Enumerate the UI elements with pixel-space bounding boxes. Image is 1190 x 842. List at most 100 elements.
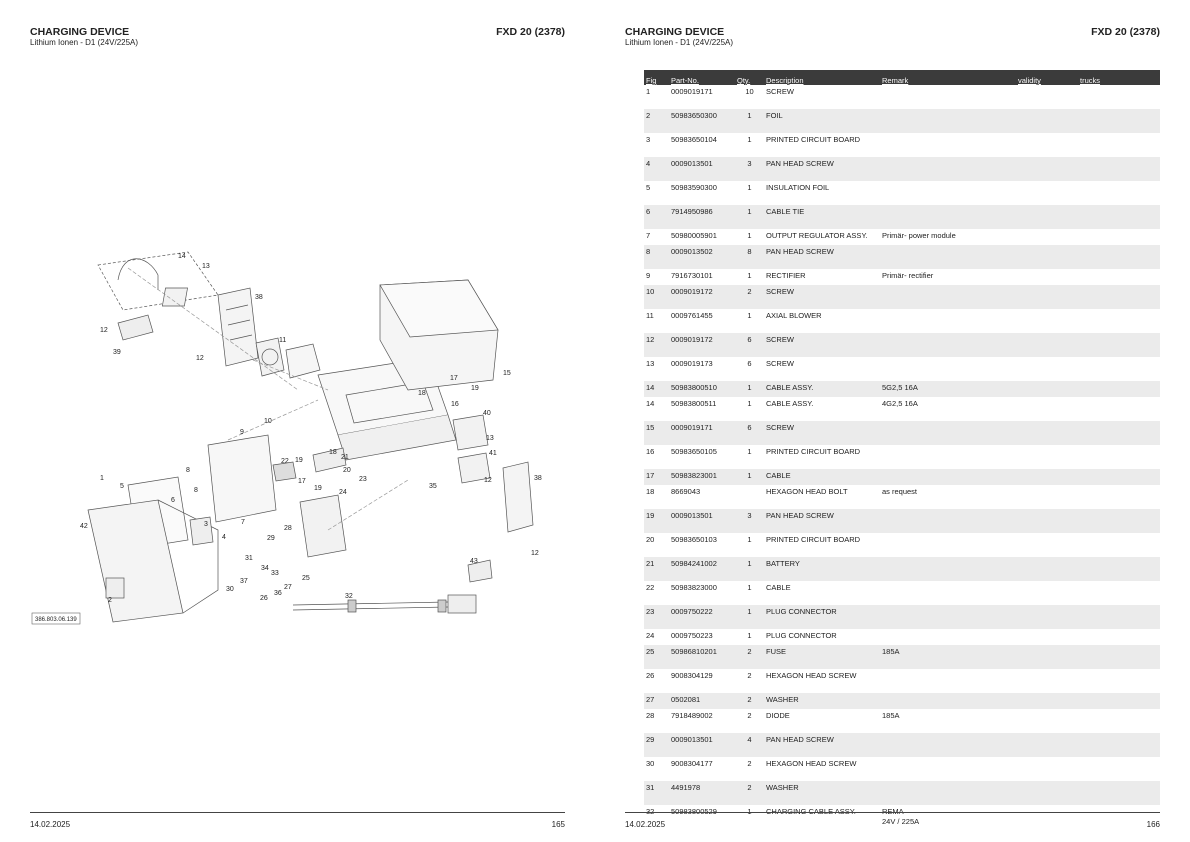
cell-qty: 1	[747, 311, 752, 320]
cell-description: SCREW	[764, 421, 880, 445]
callout-20: 20	[343, 467, 351, 474]
right-page: CHARGING DEVICE Lithium Ionen - D1 (24V/…	[595, 0, 1190, 842]
right-footer-page-number: 166	[1146, 820, 1160, 829]
cell-part-no: 0009019171	[669, 421, 735, 445]
cell-fig: 6	[644, 205, 669, 229]
cell-description: PLUG CONNECTOR	[764, 605, 880, 629]
cell-trucks	[1078, 581, 1160, 605]
cell-description: CABLE ASSY.	[764, 381, 880, 397]
cell-description: OUTPUT REGULATOR ASSY.	[766, 231, 868, 240]
cell-trucks	[1078, 85, 1160, 109]
right-page-model: FXD 20 (2378)	[1091, 26, 1160, 38]
cell-remark	[880, 333, 1016, 357]
cell-fig: 8	[644, 245, 669, 269]
callout-17a: 17	[450, 375, 458, 382]
parts-table: Fig Part-No. Qty. Description Remark val…	[644, 70, 1160, 829]
cell-fig: 22	[646, 583, 655, 592]
cell-description: CABLE	[766, 583, 791, 592]
cell-part-no: 50983823001	[669, 469, 735, 485]
cell-part-no: 50983650105	[671, 447, 717, 456]
cell-validity	[1016, 245, 1078, 269]
cell-description: SCREW	[764, 285, 880, 309]
cell-qty: 1	[735, 557, 764, 581]
callout-36: 36	[274, 590, 282, 597]
cell-remark	[880, 285, 1016, 309]
cell-trucks	[1078, 533, 1160, 557]
cell-validity	[1016, 85, 1078, 109]
cell-qty: 2	[747, 711, 752, 720]
cable-assy-14	[117, 258, 159, 290]
cell-validity	[1016, 533, 1078, 557]
cell-remark	[880, 133, 1016, 157]
cell-validity	[1016, 333, 1078, 357]
cell-description: HEXAGON HEAD BOLT	[766, 487, 848, 496]
pcb-3	[189, 516, 214, 546]
cell-validity	[1016, 485, 1078, 509]
cell-validity	[1016, 421, 1078, 445]
cell-description: PRINTED CIRCUIT BOARD	[766, 447, 861, 456]
callout-19b: 19	[295, 457, 303, 464]
cell-fig: 21	[644, 557, 669, 581]
callout-14: 14	[178, 253, 186, 260]
cell-fig: 24	[646, 631, 655, 640]
callout-11: 11	[279, 337, 286, 344]
callout-labels: 1 2 5 6 7 8 8 9 10 11 12 12 12 12 13 13 …	[80, 253, 542, 604]
cell-validity	[1016, 669, 1078, 693]
cell-qty: 1	[735, 469, 764, 485]
left-page-model: FXD 20 (2378)	[496, 26, 565, 38]
cell-remark-line: 24V / 225A	[882, 817, 920, 826]
cell-remark: 185A	[882, 711, 900, 720]
cell-fig: 7	[646, 231, 651, 240]
callout-33: 33	[271, 570, 279, 577]
cell-fig: 32	[644, 805, 669, 829]
table-row: 32509838005291CHARGING CABLE ASSY.REMA24…	[644, 805, 1160, 829]
callout-32: 32	[345, 593, 353, 600]
cell-part-no: 0009013501	[669, 509, 735, 533]
callout-28: 28	[284, 525, 292, 532]
cell-remark	[880, 557, 1016, 581]
parts-table-header: Fig Part-No. Qty. Description Remark val…	[644, 70, 1160, 85]
cell-trucks	[1078, 205, 1160, 229]
cell-qty: 1	[735, 381, 764, 397]
callout-39: 39	[113, 349, 121, 356]
cell-description: RECTIFIER	[766, 271, 806, 280]
pcb-small	[161, 287, 188, 307]
cell-trucks	[1078, 693, 1160, 709]
cell-part-no: 50983823000	[671, 583, 717, 592]
cell-validity	[1016, 557, 1078, 581]
cell-trucks	[1078, 509, 1160, 533]
drawing-id-box	[31, 612, 81, 625]
callout-31: 31	[245, 555, 253, 562]
cell-description: BATTERY	[764, 557, 880, 581]
cell-fig: 31	[644, 781, 669, 805]
part-39	[117, 314, 154, 341]
cell-qty: 10	[745, 87, 754, 96]
cell-remark	[880, 669, 1016, 693]
cell-trucks	[1078, 469, 1160, 485]
callout-8a: 8	[186, 467, 190, 474]
cell-trucks	[1078, 357, 1160, 381]
cell-trucks	[1078, 285, 1160, 309]
cell-validity	[1016, 181, 1078, 205]
cell-validity	[1016, 133, 1078, 157]
cell-remark	[880, 605, 1016, 629]
cell-trucks	[1078, 181, 1160, 205]
cell-description: INSULATION FOIL	[766, 183, 830, 192]
cell-validity	[1016, 693, 1078, 709]
cell-qty: 6	[735, 333, 764, 357]
cell-remark: REMA24V / 225A	[880, 805, 1016, 829]
callout-1: 1	[100, 475, 104, 482]
cell-description: DIODE	[766, 711, 790, 720]
